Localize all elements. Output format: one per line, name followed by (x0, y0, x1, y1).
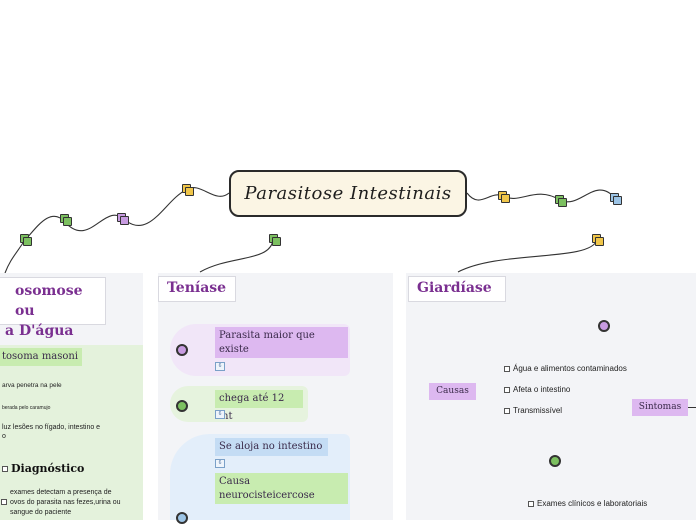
teniase-node-2[interactable]: chega até 12 mt (215, 390, 303, 422)
diagnostico-label: Diagnóstico (11, 462, 85, 475)
exam-item[interactable]: Exames clínicos e laboratoriais (528, 499, 647, 508)
left-item-2: berada pelo caramujo (2, 405, 51, 411)
checkbox-icon (504, 386, 510, 393)
left-diag-text-3: sangue do paciente (10, 509, 72, 516)
causa-item-1[interactable]: Água e alimentos contaminados (504, 364, 627, 373)
left-item-3: luz lesões no fígado, intestino e (2, 424, 101, 431)
note-icon[interactable] (592, 234, 604, 246)
teniase-node-1[interactable]: Parasita maior que existe (215, 327, 348, 358)
node-4-line1: Causa (219, 476, 251, 487)
causa-text-1: Água e alimentos contaminados (513, 364, 627, 373)
left-panel-title[interactable]: osomose ou a D'água (0, 277, 106, 339)
checkbox-icon (504, 365, 510, 372)
left-sub-box (0, 345, 143, 520)
left-diagnostico[interactable]: Diagnóstico (2, 462, 84, 475)
teniase-node-3[interactable]: Se aloja no intestino (215, 438, 328, 456)
teniase-node-4[interactable]: Causa neurocisteicercose (215, 473, 348, 504)
left-item-4: o (2, 433, 6, 440)
sintomas-node[interactable]: Sintomas (632, 399, 688, 416)
note-icon[interactable] (555, 195, 567, 207)
checkbox-icon (2, 466, 8, 472)
middle-panel-title[interactable]: Teníase (158, 276, 236, 302)
note-badge[interactable]: 6 (215, 410, 225, 419)
checkbox-icon (1, 499, 7, 506)
left-sub-title[interactable]: tosoma masoni (0, 348, 82, 366)
left-title-line2: a D'água (5, 323, 74, 339)
teniase-node-circle[interactable] (176, 344, 188, 356)
note-icon[interactable] (610, 193, 622, 205)
sintomas-connector (688, 407, 696, 408)
causa-text-3: Transmissível (513, 406, 563, 415)
note-icon[interactable] (117, 213, 129, 225)
diag-text-2: ovos do parasita nas fezes,urina ou (10, 499, 121, 506)
node-1-line2: existe (219, 344, 249, 355)
note-icon[interactable] (60, 214, 72, 226)
exam-text: Exames clínicos e laboratoriais (537, 499, 648, 508)
causa-text-2: Afeta o intestino (513, 385, 571, 394)
left-diag-text-1: exames detectam a presença de (10, 489, 112, 496)
causa-item-2[interactable]: Afeta o intestino (504, 385, 570, 394)
note-badge[interactable]: 6 (215, 459, 225, 468)
right-panel-title[interactable]: Giardíase (408, 276, 506, 302)
left-title-line1: osomose ou (15, 283, 83, 319)
checkbox-icon (504, 407, 510, 414)
giardiase-root-circle[interactable] (598, 320, 610, 332)
note-icon[interactable] (498, 191, 510, 203)
node-1-line1: Parasita maior que (219, 330, 315, 341)
note-icon[interactable] (20, 234, 32, 246)
central-topic[interactable]: Parasitose Intestinais (229, 170, 467, 217)
causas-node[interactable]: Causas (429, 383, 476, 400)
giardiase-second-circle[interactable] (549, 455, 561, 467)
checkbox-icon (528, 500, 534, 507)
note-badge[interactable]: 6 (215, 362, 225, 371)
central-title: Parasitose Intestinais (244, 183, 452, 204)
causa-item-3[interactable]: Transmissível (504, 406, 562, 415)
note-icon[interactable] (182, 184, 194, 196)
teniase-node-circle[interactable] (176, 400, 188, 412)
note-icon[interactable] (269, 234, 281, 246)
teniase-node-circle[interactable] (176, 512, 188, 524)
left-item-1: arva penetra na pele (2, 382, 62, 389)
node-4-line2: neurocisteicercose (219, 490, 315, 501)
left-diag-text-2: ovos do parasita nas fezes,urina ou (1, 499, 121, 506)
